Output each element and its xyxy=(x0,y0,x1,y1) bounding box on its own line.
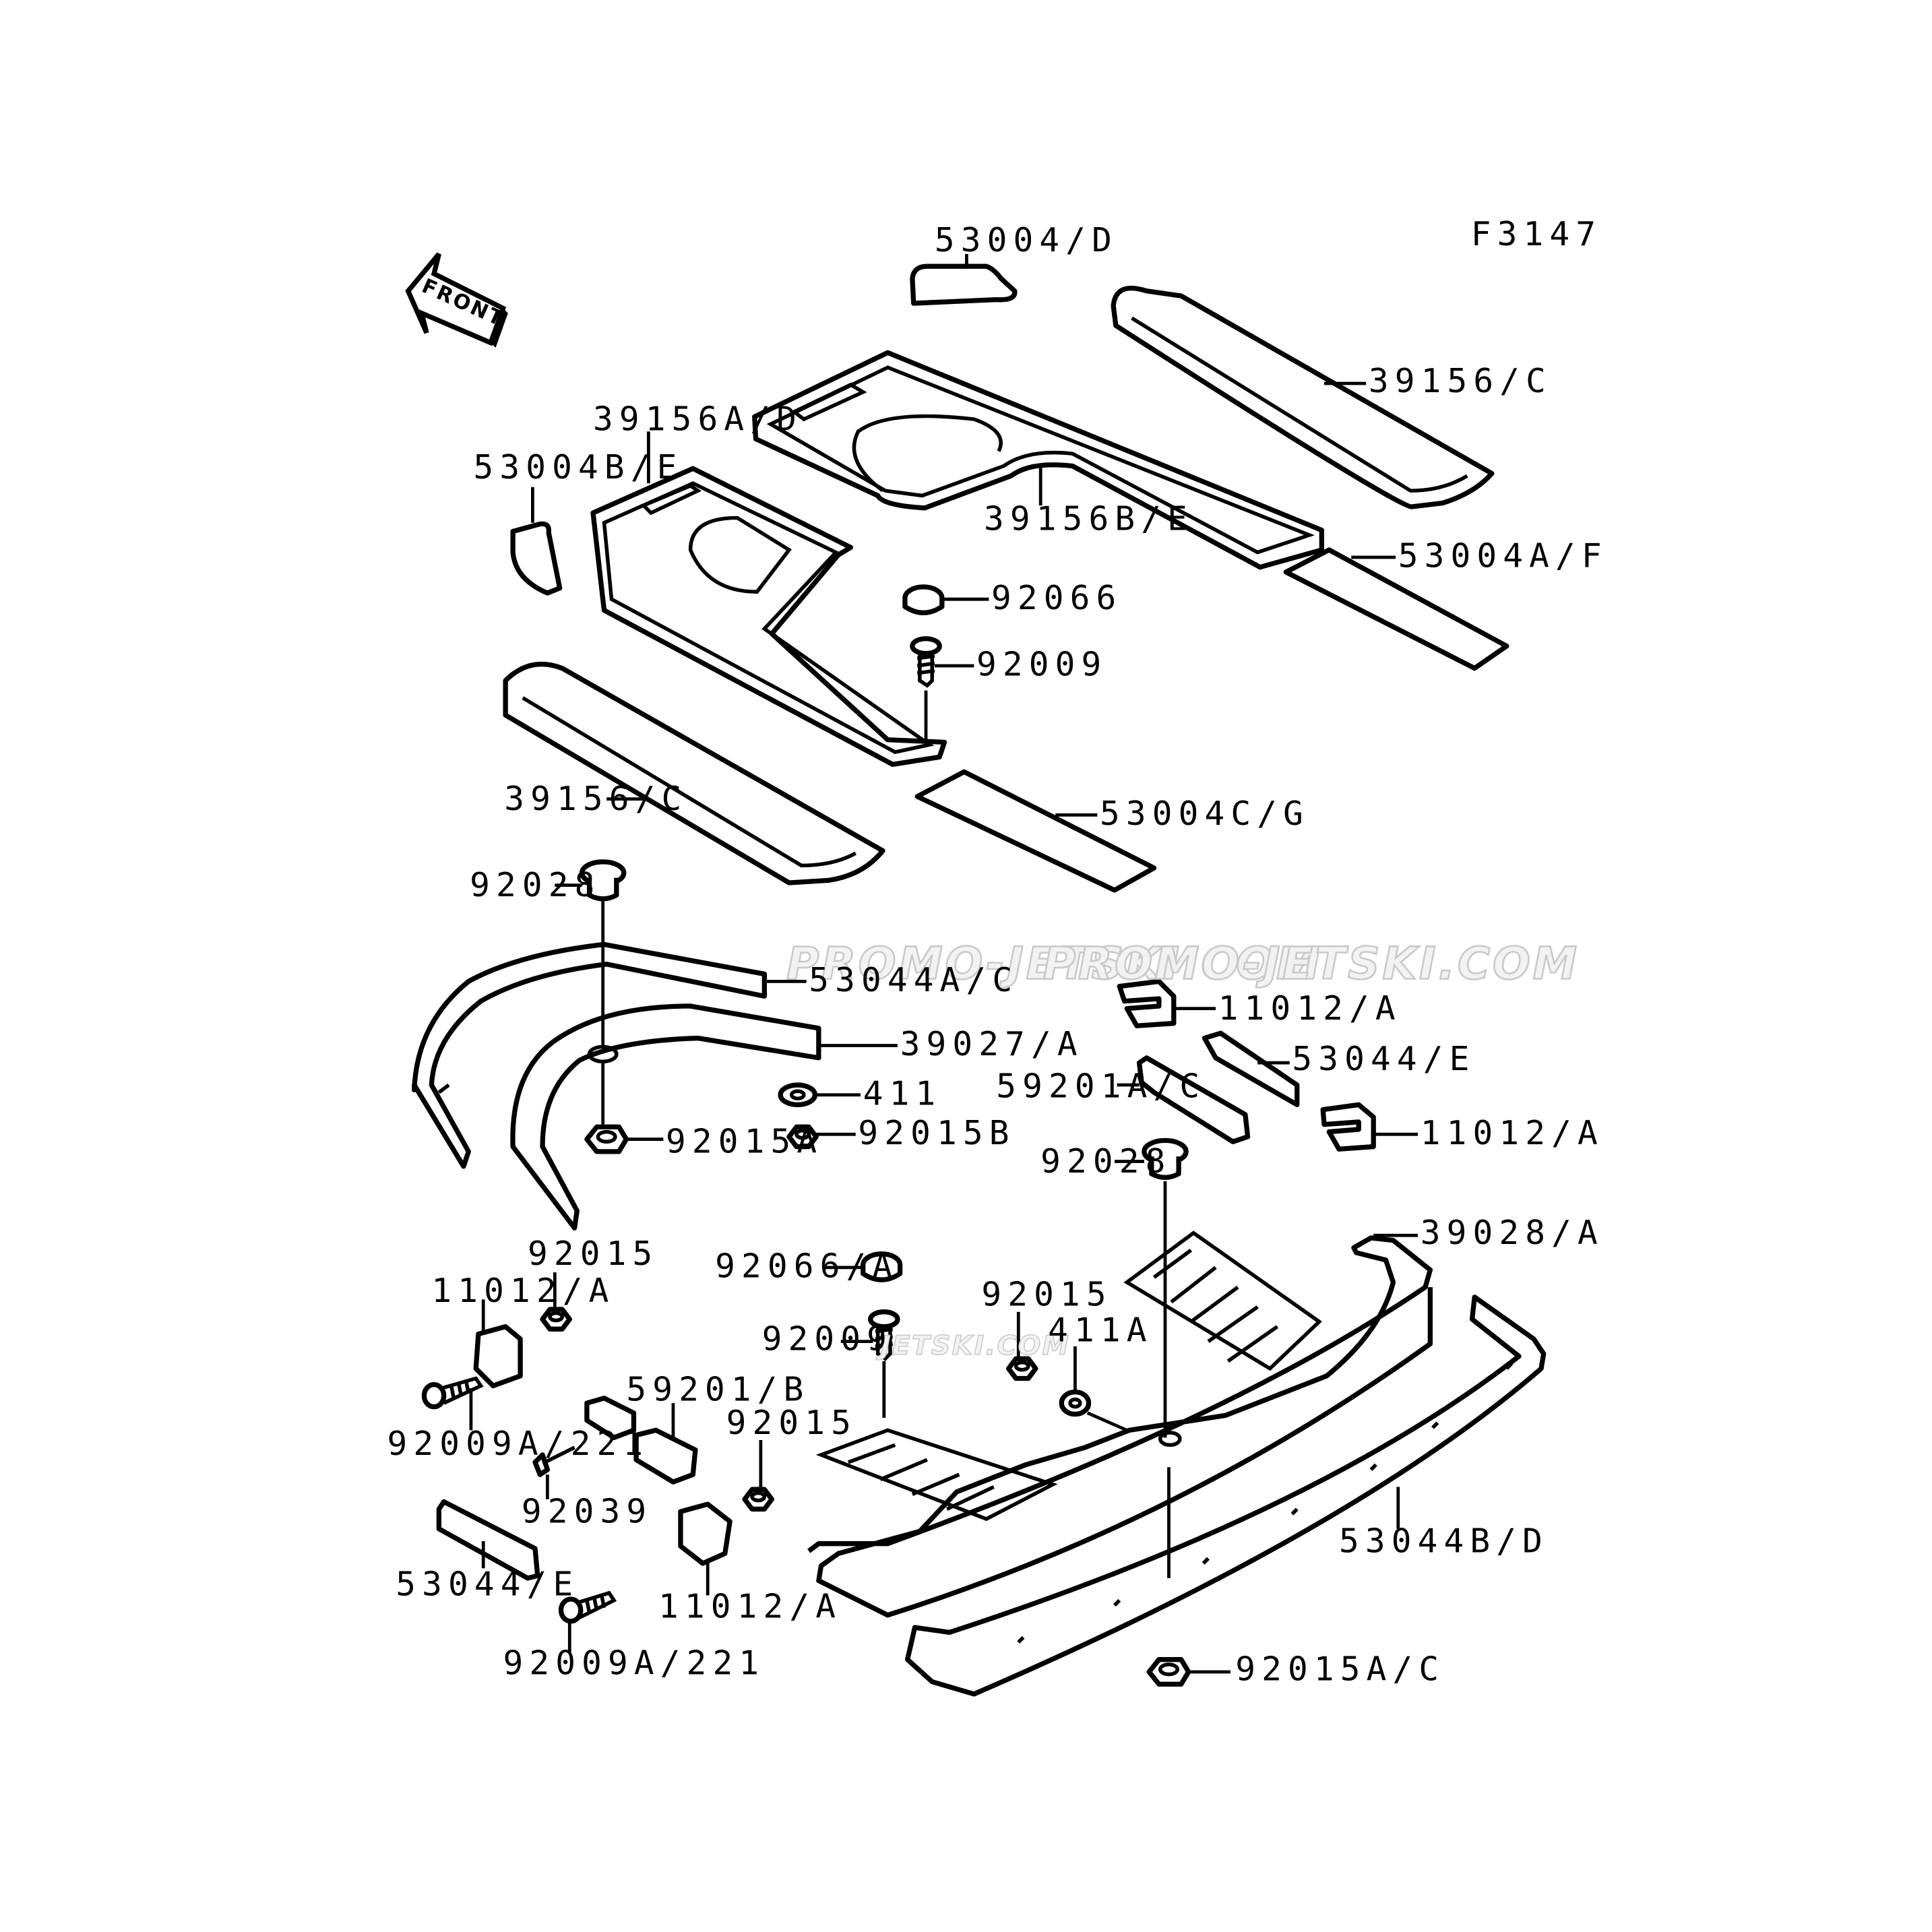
nut-92015b xyxy=(786,1124,819,1150)
label-53004a-f: 53004A/F xyxy=(1398,536,1608,575)
label-92028-right: 92028 xyxy=(1040,1142,1171,1181)
mat-39156b-e xyxy=(752,350,1325,570)
label-53044a-c: 53044A/C xyxy=(809,960,1018,999)
label-39156-c-top: 39156/C xyxy=(1369,361,1552,400)
label-92009a-221-1: 92009A/221 xyxy=(387,1424,649,1463)
label-92015a-c: 92015A/C xyxy=(1235,1650,1445,1689)
label-53004c-g: 53004C/G xyxy=(1100,794,1309,833)
nut-92015-mid xyxy=(1005,1356,1038,1381)
watermark-3: PROMO-JETSKI.COM xyxy=(1043,938,1580,990)
screw-92009a-221-2 xyxy=(558,1590,617,1624)
clip-59201a-c xyxy=(1136,1055,1251,1144)
label-39028-a: 39028/A xyxy=(1421,1213,1604,1252)
label-92028-left: 92028 xyxy=(470,865,600,904)
nut-92015-lower xyxy=(742,1487,774,1512)
label-92015a: 92015A xyxy=(666,1122,823,1161)
label-53044-e-left: 53044/E xyxy=(396,1565,579,1604)
label-59201-b: 59201/B xyxy=(626,1369,809,1408)
label-11012-a-left: 11012/A xyxy=(431,1271,615,1310)
screw-92009-mid xyxy=(868,1309,900,1361)
label-92015-lower: 92015 xyxy=(726,1403,857,1442)
pad-53004a-f xyxy=(1283,547,1509,671)
label-53044b-d: 53044B/D xyxy=(1339,1521,1549,1560)
bumper-39027-a xyxy=(510,1003,821,1230)
label-39027-a: 39027/A xyxy=(900,1024,1084,1063)
grommet-92028-left xyxy=(579,859,627,902)
watermark-2: PROMO-JETSKI.COM xyxy=(786,938,1323,990)
label-39156-c-bottom: 39156/C xyxy=(504,779,687,818)
cap-92066-a xyxy=(861,1251,903,1282)
watermark-1: JETSKI.COM xyxy=(876,1330,1070,1361)
washer-411a xyxy=(1059,1389,1092,1417)
nut-92015a xyxy=(584,1124,629,1154)
cap-92066 xyxy=(902,584,945,615)
bracket-11012-a-1 xyxy=(1117,978,1177,1028)
label-53044-e-right: 53044/E xyxy=(1292,1039,1475,1078)
label-92015-mid: 92015 xyxy=(981,1275,1112,1314)
strip-53044-e-left xyxy=(436,1499,540,1581)
nut-92015-left xyxy=(540,1307,572,1332)
label-53004-d: 53004/D xyxy=(935,220,1118,259)
pad-53004-d xyxy=(910,263,1018,306)
clip-59201-b xyxy=(584,1396,698,1485)
label-11012-a-1: 11012/A xyxy=(1218,989,1402,1028)
label-411a: 411A xyxy=(1048,1311,1153,1350)
label-92015-left: 92015 xyxy=(528,1234,658,1273)
label-92015b: 92015B xyxy=(858,1113,1015,1152)
rail-cover-39156-c-bottom xyxy=(503,661,885,885)
part-labels: 53004/D 39156/C 39156A/D 53004B/E 39156B… xyxy=(387,220,1608,1689)
mat-39156a-d xyxy=(590,466,947,768)
grommet-92028-right xyxy=(1142,1138,1189,1180)
label-92066: 92066 xyxy=(991,578,1122,617)
label-92009a-221-2: 92009A/221 xyxy=(503,1644,765,1683)
screw-92009-top xyxy=(910,636,942,688)
label-411: 411 xyxy=(863,1073,942,1113)
bumper-53044a-c xyxy=(412,941,768,1169)
figure-code: F3147 xyxy=(1471,214,1602,253)
bracket-11012-a-lower xyxy=(678,1501,733,1566)
bumper-53044b-d xyxy=(904,1295,1547,1697)
label-11012-a-2: 11012/A xyxy=(1421,1113,1604,1152)
label-92009-mid: 92009 xyxy=(762,1319,893,1358)
watermark: JETSKI.COM PROMO-JETSKI.COM PROMO-JETSKI… xyxy=(786,937,1580,1361)
screw-92009a-221-1 xyxy=(421,1376,484,1410)
bracket-11012-a-2 xyxy=(1320,1102,1376,1152)
label-92066-a: 92066/A xyxy=(715,1246,898,1285)
bracket-11012-a-left xyxy=(473,1324,523,1389)
strip-53044-e-right xyxy=(1202,1030,1300,1107)
nut-92015a-c xyxy=(1146,1656,1191,1687)
label-92039: 92039 xyxy=(522,1492,652,1531)
label-92009-top: 92009 xyxy=(976,645,1107,684)
rail-cover-39156-c-top xyxy=(1111,286,1495,509)
label-59201a-c: 59201A/C xyxy=(996,1066,1206,1105)
label-53004b-e: 53004B/E xyxy=(474,447,683,487)
washer-411 xyxy=(778,1082,818,1107)
pad-53004b-e xyxy=(510,521,563,596)
front-arrow: FRONT xyxy=(405,252,508,348)
deck-39028-a xyxy=(807,1230,1433,1618)
pad-53004c-g xyxy=(914,769,1157,893)
label-39156b-e: 39156B/E xyxy=(984,499,1193,538)
leader-lines xyxy=(469,253,1419,1674)
label-39156a-d: 39156A/D xyxy=(593,400,803,439)
pin-92039 xyxy=(532,1445,575,1477)
label-11012-a-lower: 11012/A xyxy=(658,1586,842,1625)
